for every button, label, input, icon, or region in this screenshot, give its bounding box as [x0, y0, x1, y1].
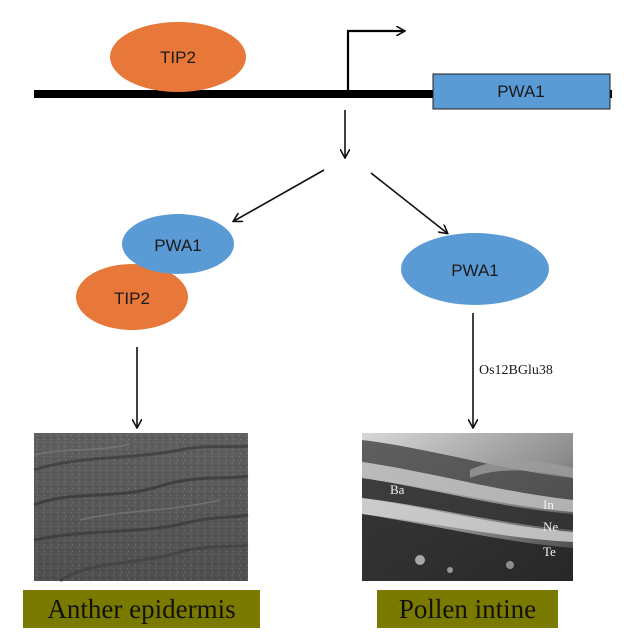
right-branch-arrow	[370, 172, 447, 233]
pwa1-complex-protein	[122, 214, 234, 274]
pollen-intine-caption: Pollen intine	[398, 594, 537, 624]
anther-epidermis-micrograph	[33, 433, 249, 583]
layer-label-ba: Ba	[390, 482, 405, 497]
os12bglu38-label: Os12BGlu38	[479, 363, 553, 378]
pwa1-gene-box	[432, 73, 611, 110]
pwa1-complex-label: PWA1	[154, 236, 202, 255]
pwa1-gene-label: PWA1	[497, 82, 545, 101]
pwa1-free-label: PWA1	[451, 261, 499, 280]
tip2-complex-protein	[76, 264, 188, 330]
anther-caption-box	[23, 590, 260, 628]
transcription-start-arrow	[346, 31, 404, 94]
pollen-caption-box	[377, 590, 558, 628]
layer-label-ne: Ne	[543, 519, 558, 534]
left-branch-arrow	[234, 169, 325, 221]
pwa1-free-protein	[401, 233, 549, 305]
pollen-intine-micrograph: Ba In Ne Te	[362, 433, 573, 581]
anther-epidermis-caption: Anther epidermis	[47, 594, 236, 624]
tip2-bound-protein	[110, 22, 246, 92]
tip2-bound-label: TIP2	[160, 48, 196, 67]
tip2-complex-label: TIP2	[114, 289, 150, 308]
layer-label-te: Te	[543, 544, 556, 559]
layer-label-in: In	[543, 497, 554, 512]
